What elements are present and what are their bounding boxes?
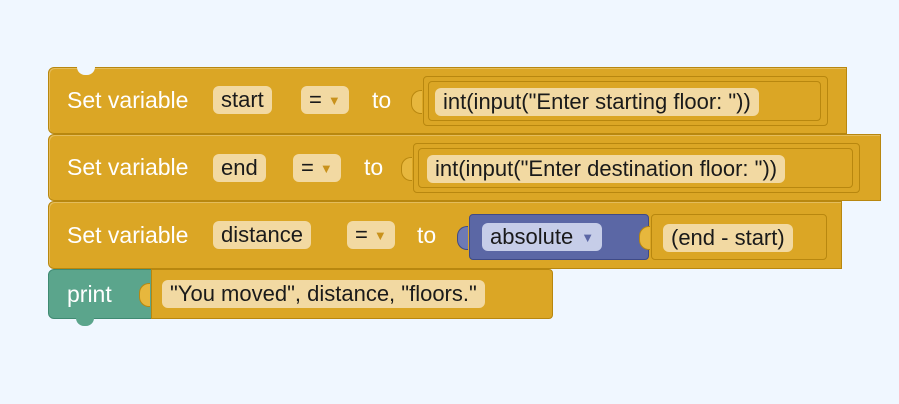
operator-label: = bbox=[301, 155, 314, 180]
set-variable-block-distance[interactable]: Set variable distance =▼ to absolute▼ (e… bbox=[48, 201, 842, 269]
operator-label: = bbox=[355, 222, 368, 247]
operator-label: = bbox=[309, 87, 322, 112]
variable-name-field-distance[interactable]: distance bbox=[213, 221, 311, 249]
print-block[interactable]: print bbox=[48, 269, 152, 319]
value-expression-field[interactable]: int(input("Enter destination floor: ")) bbox=[427, 155, 786, 183]
to-label: to bbox=[417, 222, 437, 248]
set-variable-label: Set variable bbox=[67, 87, 189, 113]
print-expression-field[interactable]: "You moved", distance, "floors." bbox=[162, 280, 485, 308]
set-variable-block-end[interactable]: Set variable end =▼ to int(input("Enter … bbox=[48, 134, 881, 201]
argument-expression-field[interactable]: (end - start) bbox=[663, 224, 793, 252]
operator-dropdown[interactable]: =▼ bbox=[347, 221, 395, 249]
variable-name-field-end[interactable]: end bbox=[213, 154, 266, 182]
function-label: absolute bbox=[490, 224, 574, 249]
to-label: to bbox=[364, 154, 384, 180]
function-dropdown[interactable]: absolute ▼ bbox=[482, 223, 603, 251]
to-label: to bbox=[372, 87, 392, 113]
operator-dropdown[interactable]: =▼ bbox=[301, 86, 349, 114]
operator-dropdown[interactable]: =▼ bbox=[293, 154, 341, 182]
chevron-down-icon: ▼ bbox=[327, 93, 341, 108]
chevron-down-icon: ▼ bbox=[373, 228, 387, 243]
set-variable-block-start[interactable]: Set variable start =▼ to int(input("Ente… bbox=[48, 67, 847, 134]
input-connector bbox=[457, 226, 468, 250]
chevron-down-icon: ▼ bbox=[319, 161, 333, 176]
variable-name-field-start[interactable]: start bbox=[213, 86, 272, 114]
set-variable-label: Set variable bbox=[67, 154, 189, 180]
chevron-down-icon: ▼ bbox=[581, 230, 595, 245]
print-label: print bbox=[67, 281, 112, 307]
input-connector bbox=[139, 283, 150, 307]
block-notch bbox=[77, 67, 95, 75]
set-variable-label: Set variable bbox=[67, 222, 189, 248]
value-expression-field[interactable]: int(input("Enter starting floor: ")) bbox=[435, 88, 759, 116]
input-connector bbox=[639, 226, 650, 250]
block-notch bbox=[76, 318, 94, 326]
input-connector bbox=[401, 157, 412, 181]
input-connector bbox=[411, 90, 422, 114]
absolute-function-block[interactable]: absolute ▼ bbox=[469, 214, 649, 260]
